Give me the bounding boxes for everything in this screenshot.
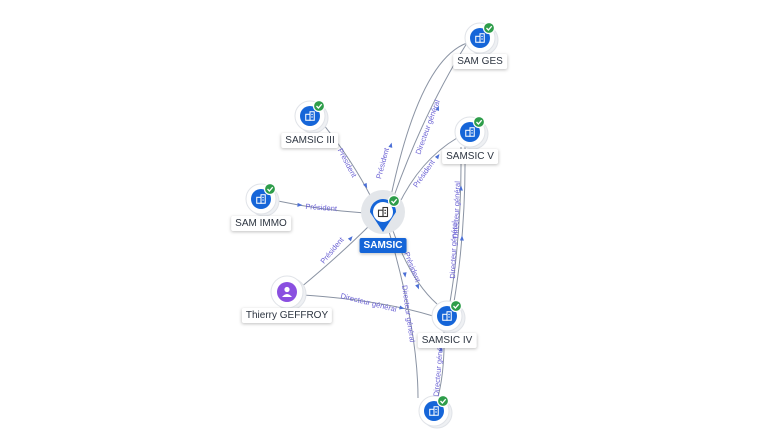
edge-line[interactable] (397, 137, 458, 207)
verified-check-icon (449, 299, 463, 313)
verified-check-icon (472, 115, 486, 129)
edge-label: Président (374, 146, 391, 180)
edge-samsic5-samsic4[interactable]: Directeur général (451, 146, 466, 303)
node-samsic5[interactable] (454, 115, 489, 150)
edge-label: Directeur général (414, 98, 442, 155)
edge-arrow-icon (399, 305, 405, 310)
node-bottom[interactable] (418, 394, 453, 429)
verified-check-icon (436, 394, 450, 408)
building-icon (465, 127, 475, 137)
edge-line[interactable] (302, 294, 434, 317)
edge-label: Directeur général (340, 291, 398, 314)
node-label-samsic3[interactable]: SAMSIC III (281, 133, 339, 148)
node-samsic4[interactable] (431, 299, 466, 334)
building-icon (256, 194, 266, 204)
verified-check-icon (263, 182, 277, 196)
edge-arrow-icon (434, 153, 440, 160)
edge-arrow-icon (402, 272, 407, 278)
edge-label: Président (305, 202, 338, 213)
node-geffroy[interactable] (270, 275, 307, 311)
node-label-geffroy[interactable]: Thierry GEFFROY (241, 308, 333, 323)
node-label-samsic4[interactable]: SAMSIC IV (417, 333, 477, 348)
node-samsic[interactable] (361, 190, 405, 234)
edge-arrow-icon (438, 346, 443, 352)
edge-line[interactable] (299, 222, 373, 289)
edge-label: Directeur général (451, 181, 462, 239)
verified-check-icon (482, 21, 496, 35)
edge-arrow-icon (435, 105, 440, 112)
edge-label: Président (336, 147, 359, 180)
node-samges[interactable] (464, 21, 499, 56)
node-label-samsic5[interactable]: SAMSIC V (442, 149, 498, 164)
node-label-samimmo[interactable]: SAM IMMO (231, 216, 291, 231)
edge-line[interactable] (277, 200, 366, 214)
edge-arrow-icon (297, 202, 303, 207)
building-icon (475, 33, 485, 43)
edge-geffroy-samsic[interactable]: Président (299, 222, 373, 289)
edge-arrow-icon (458, 185, 463, 191)
edge-line[interactable] (390, 42, 468, 197)
edge-samimmo-samsic[interactable]: Président (277, 200, 366, 214)
edge-arrow-icon (415, 283, 419, 290)
edge-arrow-icon (363, 182, 368, 189)
edge-label: Président (402, 251, 423, 285)
node-samimmo[interactable] (245, 182, 280, 217)
verified-check-icon (387, 194, 401, 208)
building-icon (429, 406, 439, 416)
verified-check-icon (312, 99, 326, 113)
edge-line[interactable] (453, 146, 466, 303)
edge-label: Directeur général (400, 285, 417, 344)
building-icon (442, 311, 452, 321)
edge-samsic5-samsic4[interactable]: Directeur général (448, 146, 463, 303)
node-label-samges[interactable]: SAM GES (453, 54, 507, 69)
edge-arrow-icon (459, 235, 464, 241)
edge-line[interactable] (322, 123, 372, 198)
node-samsic3[interactable] (294, 99, 329, 134)
node-label-samsic[interactable]: SAMSIC (359, 238, 407, 253)
edge-label: Président (411, 157, 437, 189)
edge-line[interactable] (449, 146, 462, 303)
edge-arrow-icon (347, 236, 353, 242)
edge-arrow-icon (388, 142, 393, 148)
edge-label: Directeur général (448, 221, 459, 279)
person-icon (282, 286, 292, 297)
building-icon (377, 206, 389, 218)
building-icon (305, 111, 315, 121)
